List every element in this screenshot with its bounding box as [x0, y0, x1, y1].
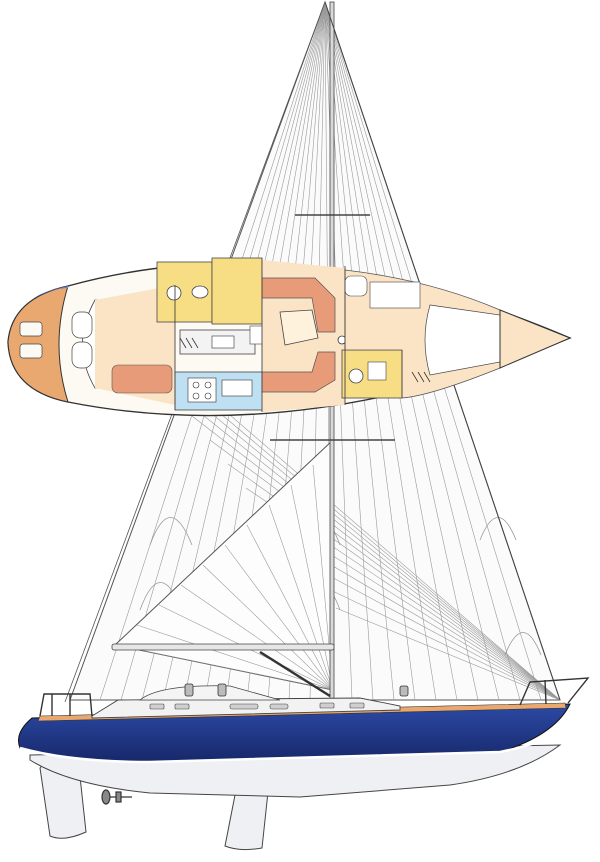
accommodation-plan — [7, 257, 572, 417]
vee-berth — [424, 304, 501, 376]
saloon-settee-stbd — [261, 351, 336, 393]
portlights — [149, 702, 365, 710]
locker — [211, 257, 263, 325]
boom — [111, 643, 335, 651]
forward-cabin-seat — [344, 275, 368, 297]
bulkheads — [174, 258, 403, 412]
stove — [187, 377, 217, 403]
aft-berth — [111, 364, 173, 394]
boom-vang — [259, 650, 331, 698]
forward-cabin-locker — [369, 281, 421, 309]
hull-profile — [18, 677, 590, 851]
bow-triangle — [499, 309, 572, 369]
boot-stripe — [19, 741, 536, 764]
saloon-table — [279, 309, 319, 346]
cockpit-seats — [71, 311, 93, 369]
leech-battens — [139, 517, 542, 656]
saloon-settee-port — [261, 277, 336, 333]
stern-helm-seats — [19, 321, 43, 359]
galley-sink — [221, 379, 253, 397]
winches — [184, 683, 409, 697]
pulpit-rails — [39, 677, 590, 717]
transom — [32, 286, 68, 300]
spray-hood — [138, 685, 281, 701]
counter-sink — [211, 335, 235, 349]
propeller — [101, 789, 132, 805]
spreaders — [270, 214, 395, 441]
keel — [224, 791, 269, 851]
bunk-ladders — [179, 337, 431, 383]
